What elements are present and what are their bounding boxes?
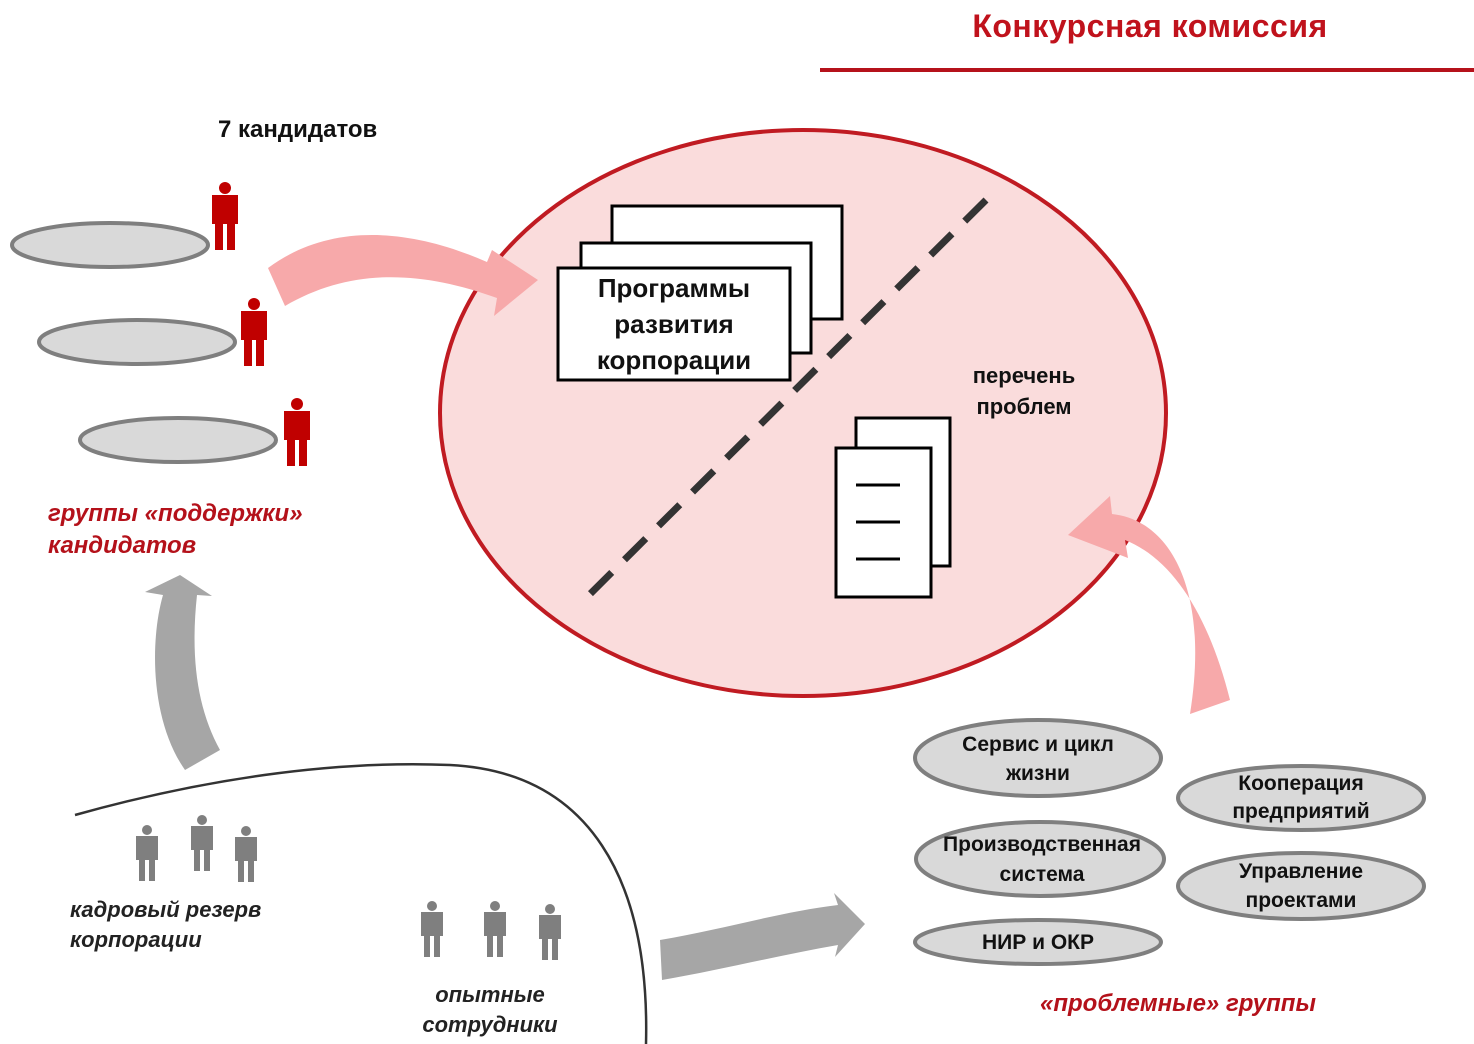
page-title: Конкурсная комиссия — [972, 8, 1328, 44]
problem-group-item: Сервис и цикл жизни — [918, 730, 1158, 788]
reserve-label-line1: кадровый резерв — [70, 897, 262, 922]
reserve-label: кадровый резерв корпорации — [70, 895, 261, 955]
problem-group-ellipse — [1176, 764, 1426, 832]
experienced-label: опытные сотрудники — [400, 980, 580, 1040]
problem-group-item-line2: жизни — [1006, 762, 1070, 785]
experienced-person-icon — [484, 901, 506, 957]
problem-group-item-line1: Управление — [1238, 860, 1364, 883]
problem-group-ellipse — [1176, 851, 1426, 921]
problem-group-item-line1: Сервис и цикл — [962, 733, 1114, 756]
support-group-platform — [37, 318, 237, 366]
problem-group-item: НИР и ОКР — [918, 929, 1158, 957]
support-groups-label: группы «поддержки» кандидатов — [48, 498, 303, 562]
problem-list-label: перечень проблем — [944, 360, 1104, 422]
problem-group-item-line1: НИР и ОКР — [981, 931, 1094, 954]
arrow-to-support-groups — [145, 575, 220, 770]
support-group-platform — [10, 221, 210, 269]
programs-title-line3: корпорации — [596, 345, 752, 375]
problem-group-item-line1: Кооперация — [1238, 772, 1364, 795]
programs-title-line2: развития — [614, 309, 734, 339]
problem-groups-label: «проблемные» группы — [1040, 990, 1316, 1017]
support-group-platform — [78, 416, 278, 464]
arrow-to-problem-groups — [660, 893, 865, 980]
candidates-count-label: 7 кандидатов — [218, 116, 378, 143]
problem-list-label-line2: проблем — [976, 394, 1072, 419]
problem-list-label-line1: перечень — [972, 363, 1076, 388]
reserve-boundary-curve — [74, 762, 648, 1044]
problem-group-item: Производственная система — [920, 830, 1164, 890]
candidate-person-icon — [212, 182, 238, 250]
experienced-label-line2: сотрудники — [422, 1012, 558, 1037]
arrow-to-problem-list — [1068, 496, 1230, 714]
reserve-person-icon — [191, 815, 213, 871]
experienced-person-icon — [539, 904, 561, 960]
programs-title: Программы развития корпорации — [558, 270, 790, 378]
problem-group-item-line2: предприятий — [1232, 800, 1370, 823]
problem-group-item: Управление проектами — [1181, 857, 1421, 915]
programs-title-line1: Программы — [597, 273, 751, 303]
support-groups-label-line2: кандидатов — [48, 532, 197, 559]
experienced-person-icon — [421, 901, 443, 957]
support-groups-label-line1: группы «поддержки» — [48, 500, 303, 527]
problem-group-ellipse — [913, 718, 1163, 798]
problem-group-ellipse — [913, 918, 1163, 966]
programs-documents — [556, 204, 844, 382]
problem-list-document-icon — [834, 416, 952, 599]
problem-group-item-line1: Производственная — [943, 833, 1141, 856]
reserve-label-line2: корпорации — [70, 927, 202, 952]
problem-group-ellipse — [914, 820, 1166, 898]
arrow-to-programs — [268, 235, 538, 316]
experienced-label-line1: опытные — [435, 982, 545, 1007]
problem-group-item-line2: система — [999, 863, 1085, 886]
reserve-person-icon — [235, 826, 257, 882]
candidate-person-icon — [241, 298, 267, 366]
problem-group-item: Кооперация предприятий — [1181, 770, 1421, 826]
candidate-person-icon — [284, 398, 310, 466]
reserve-person-icon — [136, 825, 158, 881]
problem-group-item-line2: проектами — [1245, 889, 1357, 912]
